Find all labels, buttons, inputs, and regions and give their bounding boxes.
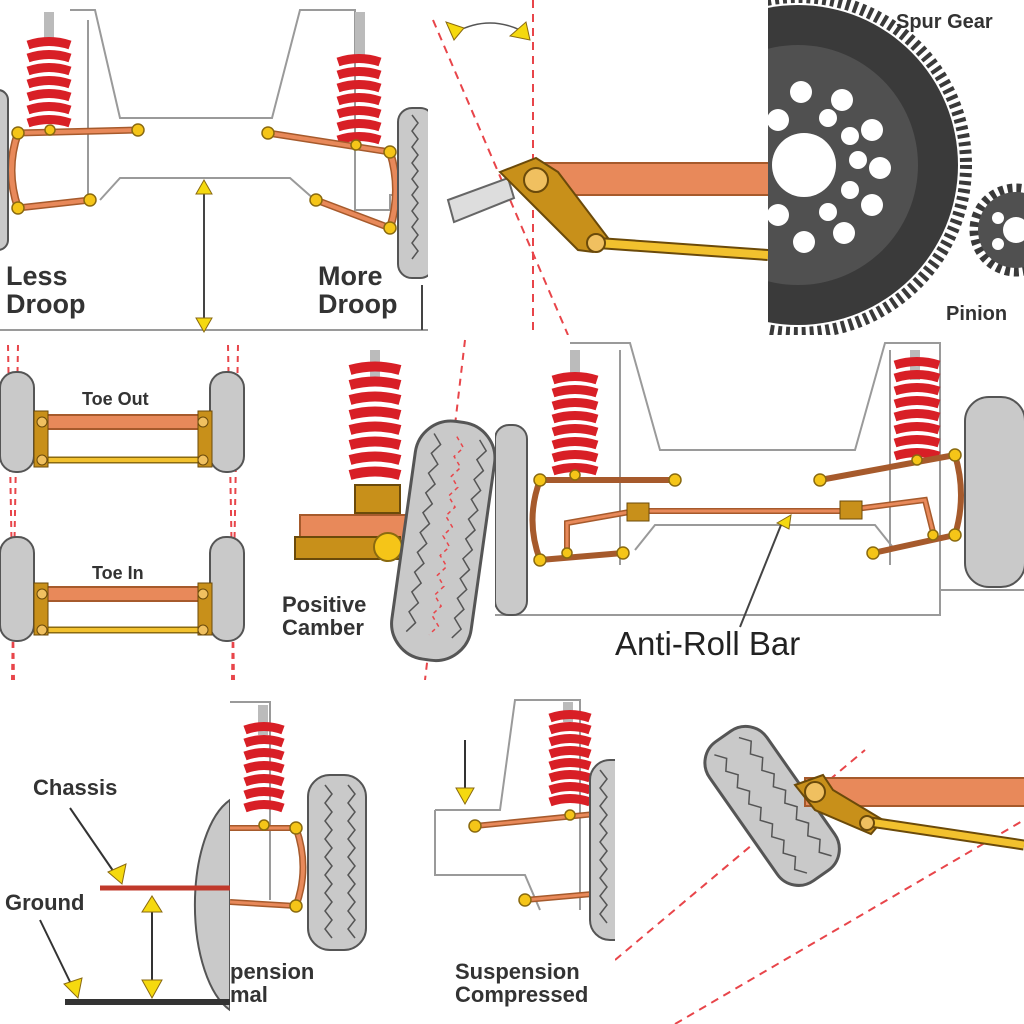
toe-out-label: Toe Out <box>82 389 149 409</box>
suspension-compressed-illustration <box>434 699 615 941</box>
anti-roll-bar-diagram: Anti-Roll Bar <box>495 335 1024 680</box>
chassis-label: Chassis <box>33 775 118 800</box>
tilted-wheel-illustration <box>615 724 1024 1024</box>
toe-illustration <box>0 344 245 680</box>
spur-gear-diagram: Spur Gear Pinion <box>768 0 1024 335</box>
pinion-label: Pinion <box>946 303 1008 325</box>
suspension-normal-illustration <box>230 701 367 951</box>
spur-gear-label: Spur Gear <box>896 11 993 33</box>
steering-illustration <box>432 0 768 335</box>
tilted-wheel-diagram <box>615 680 1024 1024</box>
toe-in-label: Toe In <box>92 563 144 583</box>
ground-label: Ground <box>5 890 85 915</box>
anti-roll-bar-label: Anti-Roll Bar <box>615 625 801 662</box>
coil-spring-right <box>336 54 382 145</box>
droop-illustration <box>0 9 428 334</box>
toe-diagram: Toe Out Toe In <box>0 335 280 680</box>
gear-illustration <box>768 0 1024 335</box>
anti-roll-bar-illustration <box>495 342 1024 628</box>
steering-angle-diagram <box>428 0 768 335</box>
ride-height-diagram: Chassis Ground <box>0 680 230 1024</box>
coil-spring-left <box>26 37 72 128</box>
ride-height-illustration <box>39 798 230 1012</box>
camber-illustration <box>294 339 495 680</box>
